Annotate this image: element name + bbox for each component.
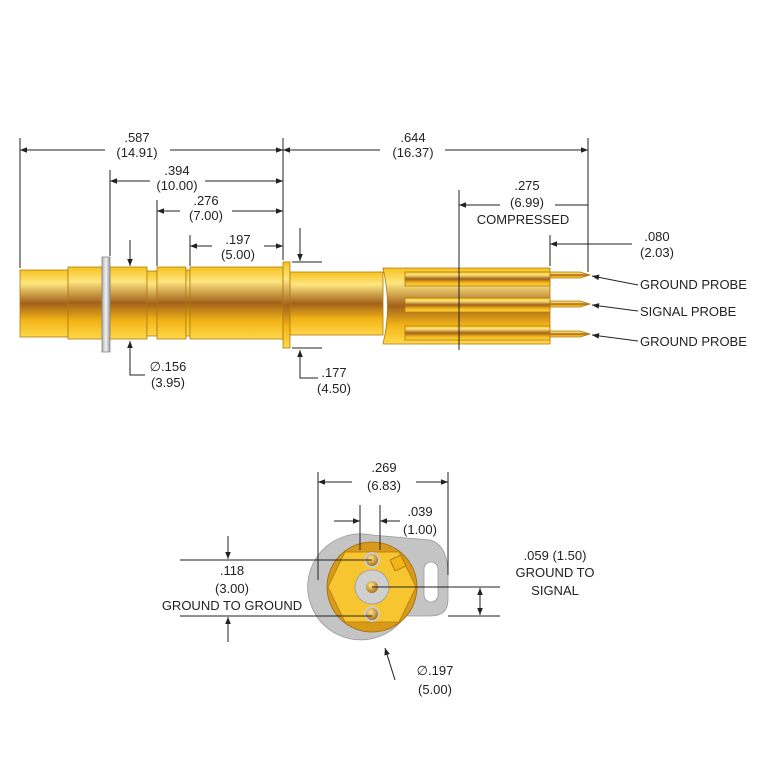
side-labels: .587 (14.91) .644 (16.37) .394 (10.00) .… <box>116 130 674 396</box>
dim-587-mm: (14.91) <box>116 145 157 160</box>
signal-probe-label: SIGNAL PROBE <box>640 304 737 319</box>
dim-269: .269 <box>371 460 396 475</box>
end-labels: .269 (6.83) .039 (1.00) .118 (3.00) GROU… <box>162 460 595 697</box>
dim-269-mm: (6.83) <box>367 478 401 493</box>
dim-394-mm: (10.00) <box>156 178 197 193</box>
dim-197: .197 <box>225 232 250 247</box>
ground-probe-label-bottom: GROUND PROBE <box>640 334 747 349</box>
side-dimensions <box>19 138 639 379</box>
dim-276-mm: (7.00) <box>189 208 223 223</box>
dim-dia197: ∅.197 <box>417 663 454 678</box>
dim-177-mm: (4.50) <box>317 381 351 396</box>
dim-039: .039 <box>407 504 432 519</box>
probe-body <box>19 261 592 349</box>
dim-118-mm: (3.00) <box>215 581 249 596</box>
dim-275-mm: (6.99) <box>510 195 544 210</box>
dim-644: .644 <box>400 130 425 145</box>
compressed-note: COMPRESSED <box>477 212 569 227</box>
dim-644-mm: (16.37) <box>392 145 433 160</box>
ground-to-ground-note: GROUND TO GROUND <box>162 598 302 613</box>
dim-dia156: ∅.156 <box>150 359 187 374</box>
dim-dia197-mm: (5.00) <box>418 682 452 697</box>
washer <box>101 256 111 353</box>
dim-394: .394 <box>164 163 189 178</box>
dim-275: .275 <box>514 178 539 193</box>
dim-dia156-mm: (3.95) <box>151 375 185 390</box>
dim-197-mm: (5.00) <box>221 247 255 262</box>
signal-note: SIGNAL <box>531 583 579 598</box>
dim-080: .080 <box>644 229 669 244</box>
dim-177: .177 <box>321 365 346 380</box>
dim-276: .276 <box>193 193 218 208</box>
dim-039-mm: (1.00) <box>403 522 437 537</box>
ground-to-note: GROUND TO <box>516 565 595 580</box>
end-dimensions <box>180 472 500 681</box>
dim-080-mm: (2.03) <box>640 245 674 260</box>
dim-587: .587 <box>124 130 149 145</box>
ground-probe-label-top: GROUND PROBE <box>640 277 747 292</box>
dim-118: .118 <box>220 563 244 578</box>
dim-059: .059 (1.50) <box>524 548 587 563</box>
probe-labels: GROUND PROBE SIGNAL PROBE GROUND PROBE <box>640 277 747 349</box>
ground-pin-bottom <box>366 608 378 620</box>
